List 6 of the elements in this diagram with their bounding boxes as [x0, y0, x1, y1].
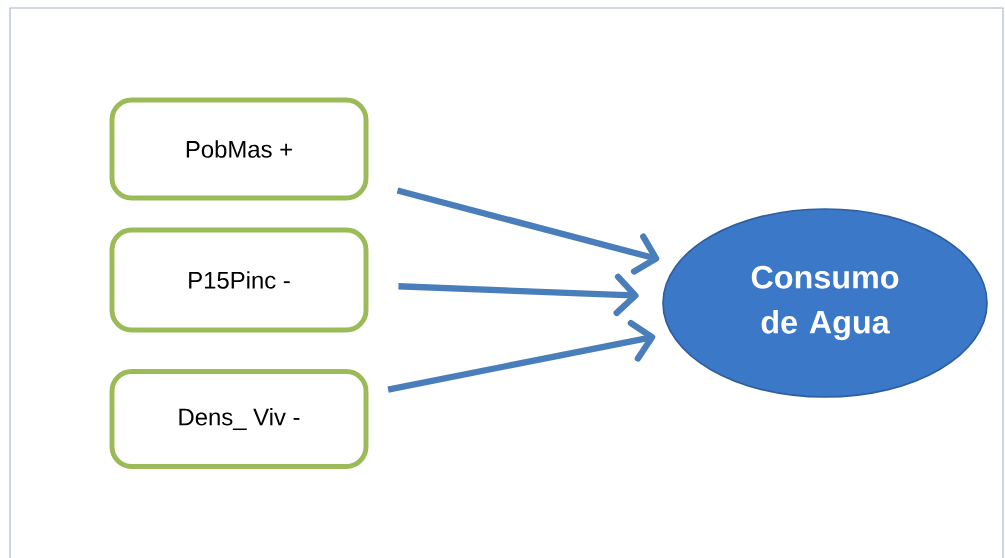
variable-box: P15Pinc - — [109, 227, 369, 333]
variable-box: Dens_ Viv - — [109, 369, 369, 469]
arrow — [396, 187, 660, 275]
arrow — [387, 319, 656, 393]
arrow — [398, 273, 639, 316]
variable-box: PobMas + — [109, 97, 369, 201]
